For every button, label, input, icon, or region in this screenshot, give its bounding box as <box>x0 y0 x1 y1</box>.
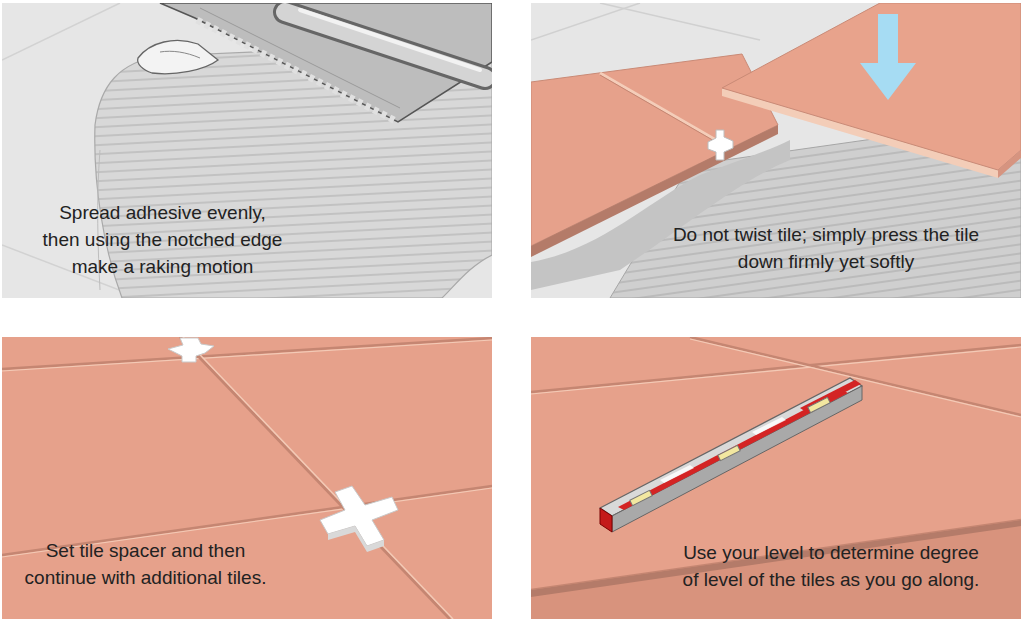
step-caption: Do not twist tile; simply press the tile… <box>666 221 986 275</box>
step-caption: Spread adhesive evenly, then using the n… <box>40 199 285 280</box>
panel-level-art <box>531 337 1021 619</box>
illustration-panel: Spread adhesive evenly, then using the n… <box>2 3 492 298</box>
illustration-panel: Do not twist tile; simply press the tile… <box>531 3 1021 298</box>
panel-spacer-art <box>2 337 492 619</box>
panel-adhesive-art <box>2 3 492 298</box>
step-caption: Set tile spacer and then continue with a… <box>18 537 273 591</box>
step-caption: Use your level to determine degree of le… <box>678 539 984 593</box>
panel-press-art <box>531 3 1021 298</box>
illustration-panel: Set tile spacer and then continue with a… <box>2 337 492 619</box>
illustration-panel: Use your level to determine degree of le… <box>531 337 1021 619</box>
